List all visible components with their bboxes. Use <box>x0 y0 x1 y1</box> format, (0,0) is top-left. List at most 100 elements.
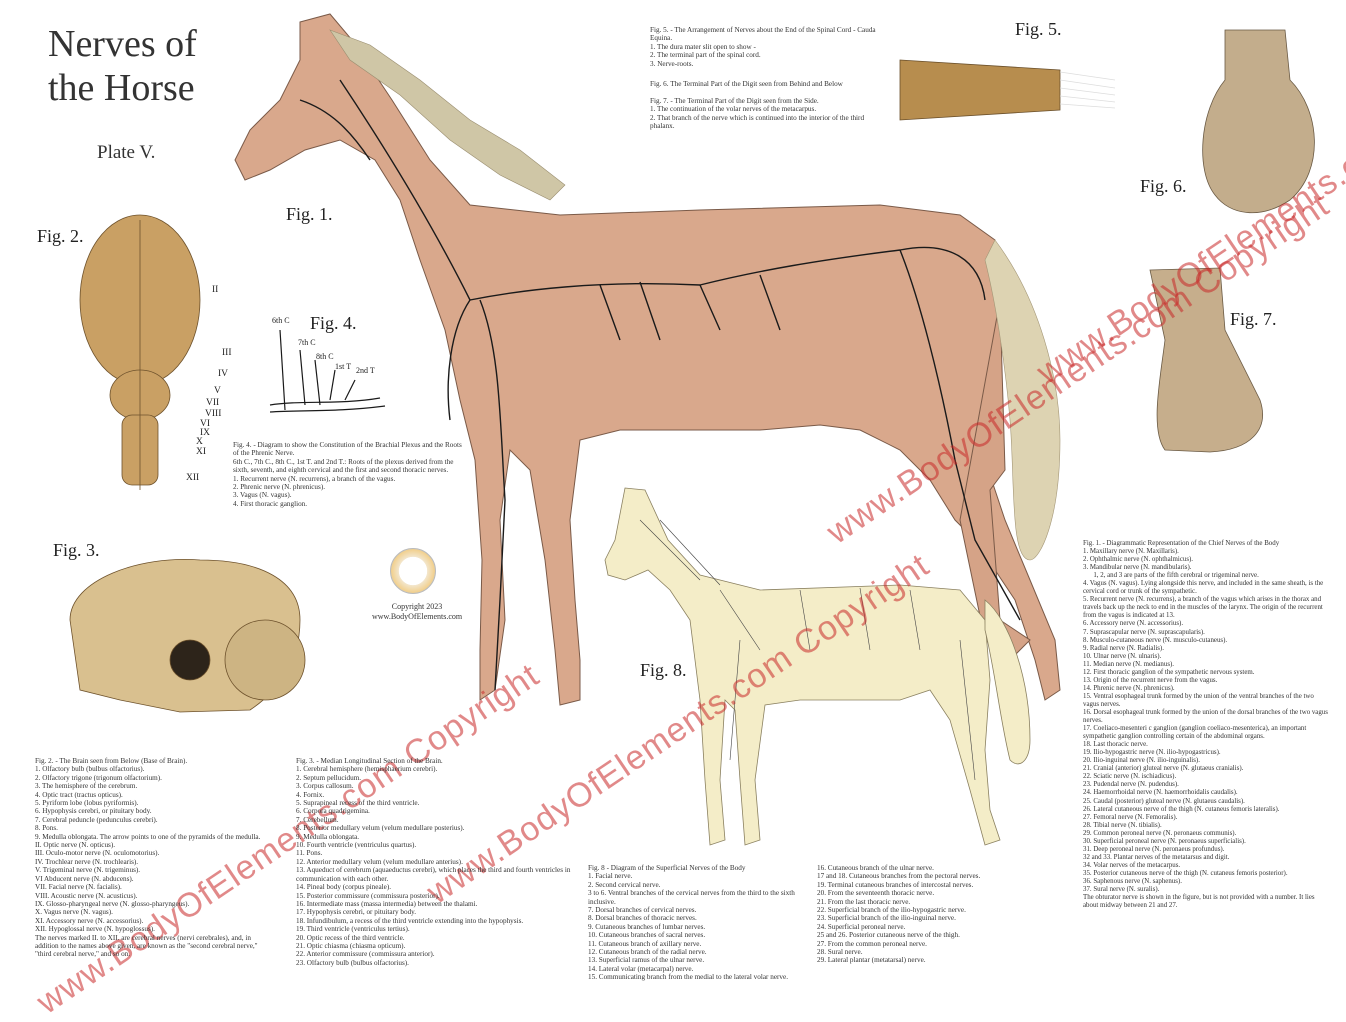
caption-line: 7. Cerebellum. <box>296 815 339 824</box>
body-of-elements-logo <box>390 548 436 594</box>
title-line-1: Nerves of <box>48 23 197 65</box>
caption-heading: Fig. 6. The Terminal Part of the Digit s… <box>650 80 843 88</box>
caption-line: 4. Vagus (N. vagus). Lying alongside thi… <box>1083 580 1325 596</box>
copyright-year: Copyright 2023 <box>391 602 443 611</box>
caption-line: 10. Fourth ventricle (ventriculus quartu… <box>296 841 417 850</box>
caption-line: 17 and 18. Cutaneous branches from the p… <box>817 872 981 881</box>
fig4-plexus-diagram <box>269 329 386 413</box>
fig2-label: Fig. 2. <box>37 226 84 246</box>
fig1-tail <box>984 239 1061 561</box>
caption-line: 1. Olfactory bulb (bulbus olfactorius). <box>35 765 145 774</box>
fig2-numeral: III <box>222 348 232 358</box>
caption-line: 12. Cutaneous branch of the radial nerve… <box>588 948 707 957</box>
caption-line: 12. First thoracic ganglion of the sympa… <box>1083 668 1255 676</box>
plate-number: Plate V. <box>97 142 156 163</box>
caption-line: 19. Terminal cutaneous branches of inter… <box>817 880 974 889</box>
caption-line: 1. Maxillary nerve (N. Maxillaris). <box>1083 548 1179 556</box>
caption-line: 35. Posterior cutaneous nerve of the thi… <box>1083 869 1288 877</box>
caption-fig2: Fig. 2. - The Brain seen from Below (Bas… <box>35 757 265 959</box>
caption-line: 6. Hypophysis cerebri, or pituitary body… <box>35 807 152 816</box>
title-line-2: the Horse <box>48 67 195 109</box>
fig2-numeral: XII <box>186 473 200 483</box>
fig5-cauda-equina <box>899 59 1116 121</box>
caption-line: 21. Optic chiasma (chiasma opticum). <box>296 941 406 950</box>
caption-line: 6. Corpora quadrigemina. <box>296 807 370 816</box>
fig4-root-label: 1st T <box>335 362 352 371</box>
caption-line: 3. Mandibular nerve (N. mandibularis). <box>1083 564 1192 572</box>
caption-line: VI Abducent nerve (N. abducens). <box>35 874 134 883</box>
caption-heading: Fig. 4. - Diagram to show the Constituti… <box>233 441 462 458</box>
caption-line: 23. Olfactory bulb (bulbus olfactorius). <box>296 958 409 967</box>
caption-line: 11. Pons. <box>296 849 323 858</box>
caption-line: 4. First thoracic ganglion. <box>233 499 308 508</box>
caption-fig3: Fig. 3. - Median Longitudinal Section of… <box>296 757 578 967</box>
caption-line: III. Oculo-motor nerve (N. oculomotorius… <box>35 849 160 858</box>
caption-line: 4. Optic tract (tractus opticus). <box>35 790 123 799</box>
caption-line: 23. Superficial branch of the ilio-ingui… <box>817 914 956 923</box>
fig5-label: Fig. 5. <box>1015 19 1062 39</box>
caption-line: 34. Volar nerves of the metacarpus. <box>1083 861 1181 869</box>
caption-line: 13. Aqueduct of cerebrum (aquaeductus ce… <box>296 866 573 883</box>
caption-line: 2. Olfactory trigone (trigonum olfactori… <box>35 773 162 782</box>
caption-line: 3. Nerve-roots. <box>650 59 694 68</box>
fig7-label: Fig. 7. <box>1230 309 1277 329</box>
fig3-label: Fig. 3. <box>53 540 100 560</box>
fig6-digit <box>1202 29 1315 214</box>
caption-line: 27. From the common peroneal nerve. <box>817 939 927 948</box>
caption-line: 1. Cerebral hemisphere (hemisphaerium ce… <box>296 765 438 774</box>
caption-line: 8. Posterior medullary velum (velum medu… <box>296 824 465 833</box>
caption-line: 19. Ilio-hypogastric nerve (N. ilio-hypo… <box>1083 749 1221 757</box>
caption-line: 14. Phrenic nerve (N. phrenicus). <box>1083 684 1175 692</box>
copyright-url: www.BodyOfElements.com <box>372 612 463 621</box>
caption-line: 29. Common peroneal nerve (N. peronaeus … <box>1083 829 1237 837</box>
fig8-label: Fig. 8. <box>640 660 687 680</box>
caption-line: 21. Cranial (anterior) gluteal nerve (N.… <box>1083 765 1244 773</box>
caption-line: 15. Communicating branch from the medial… <box>588 973 788 982</box>
caption-line: 8. Dorsal branches of thoracic nerves. <box>588 914 697 923</box>
caption-line: 16. Cutaneous branch of the ulnar nerve. <box>817 864 934 872</box>
fig2-brain <box>79 214 201 490</box>
caption-line: 9. Medulla oblongata. <box>296 832 360 841</box>
caption-line: 15. Posterior commissure (commissura pos… <box>296 891 440 900</box>
fig1-mane <box>329 29 566 201</box>
caption-line: 28. Tibial nerve (N. tibialis). <box>1083 821 1162 829</box>
fig2-numeral: XI <box>196 447 207 457</box>
caption-line: 5. Recurrent nerve (N. recurrens), a bra… <box>1083 596 1325 620</box>
caption-heading: Fig. 5. - The Arrangement of Nerves abou… <box>650 26 876 43</box>
caption-line: 3. The hemisphere of the cerebrum. <box>35 782 138 791</box>
caption-line: The nerves marked II. to XII. are cerebr… <box>35 933 260 959</box>
fig4-label: Fig. 4. <box>310 313 357 333</box>
caption-line: 9. Cutaneous branches of lumbar nerves. <box>588 922 706 931</box>
caption-line: 20. Optic recess of the third ventricle. <box>296 933 405 942</box>
caption-line: 16. Dorsal esophageal trunk formed by th… <box>1083 708 1330 725</box>
caption-line: 7. Cerebral peduncle (pedunculus cerebri… <box>35 815 158 824</box>
fig8-horse <box>604 487 1031 846</box>
caption-line: 29. Lateral plantar (metatarsal) nerve. <box>817 956 926 965</box>
fig2-numeral: II <box>212 285 219 295</box>
caption-line: VII. Facial nerve (N. facialis). <box>35 883 122 892</box>
caption-fig5: Fig. 5. - The Arrangement of Nerves abou… <box>650 26 880 68</box>
caption-line: 16. Intermediate mass (massa intermedia)… <box>296 899 478 908</box>
caption-line: VIII. Acoustic nerve (N. acusticus). <box>35 891 138 900</box>
caption-line: 1. The continuation of the volar nerves … <box>650 105 817 114</box>
caption-line: 3 to 6. Ventral branches of the cervical… <box>588 889 797 906</box>
caption-line: 2. Phrenic nerve (N. phrenicus). <box>233 483 326 492</box>
page-title: Nerves of the Horse <box>48 22 197 110</box>
caption-line: X. Vagus nerve (N. vagus). <box>35 908 113 917</box>
fig2-numeral: IX <box>200 428 211 438</box>
fig2-numeral: VI <box>200 419 211 429</box>
fig6-label: Fig. 6. <box>1140 176 1187 196</box>
caption-line: 2. Septum pellucidum. <box>296 773 362 782</box>
caption-line: 22. Superficial branch of the ilio-hypog… <box>817 906 966 915</box>
caption-line: 23. Pudendal nerve (N. pudendus). <box>1083 781 1179 789</box>
caption-heading: Fig. 1. - Diagrammatic Representation of… <box>1083 540 1280 547</box>
caption-heading: Fig. 7. - The Terminal Part of the Digit… <box>650 97 819 105</box>
caption-line: 20. Ilio-inguinal nerve (N. ilio-inguina… <box>1083 757 1200 765</box>
caption-line: 10. Ulnar nerve (N. ulnaris). <box>1083 652 1162 660</box>
caption-heading: Fig. 2. - The Brain seen from Below (Bas… <box>35 757 188 765</box>
caption-line: 17. Coeliaco-mesenteri c ganglion (gangl… <box>1083 725 1309 741</box>
caption-line: 25. Caudal (posterior) gluteal nerve (N.… <box>1083 797 1245 805</box>
caption-line: 1, 2, and 3 are parts of the fifth cereb… <box>1083 572 1259 580</box>
caption-line: 21. From the last thoracic nerve. <box>817 897 911 906</box>
caption-line: 28. Sural nerve. <box>817 948 863 957</box>
